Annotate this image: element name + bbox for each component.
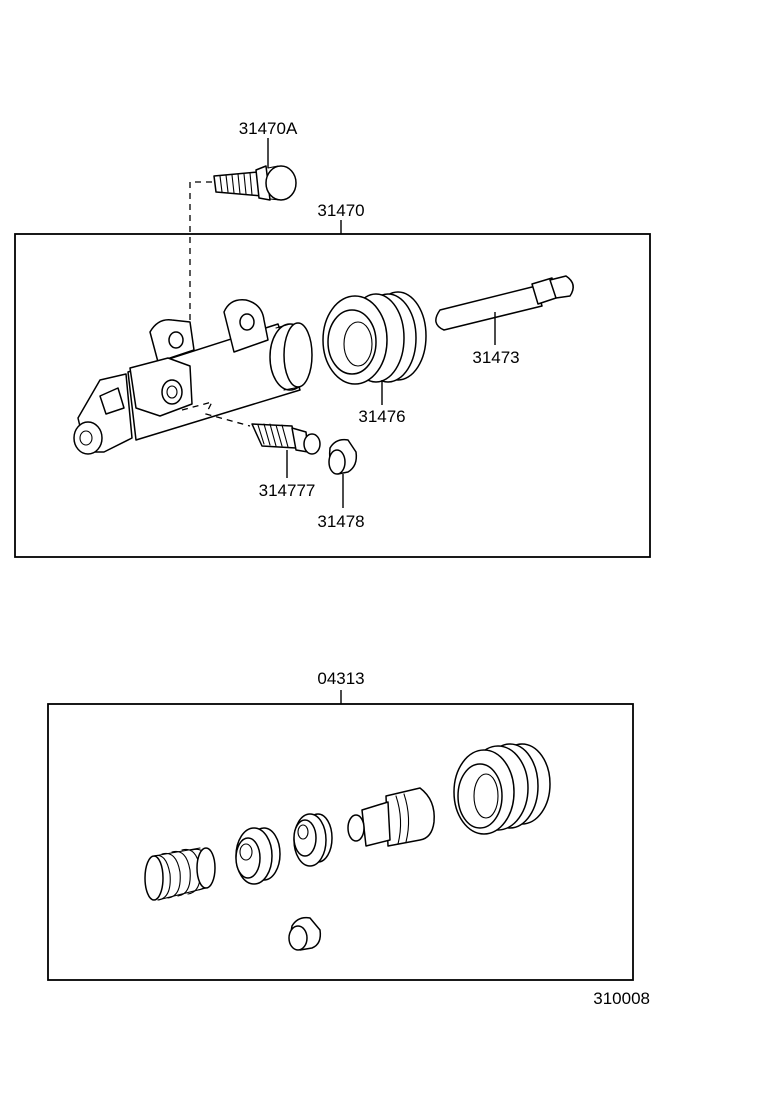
bleeder-cap-drawing — [328, 438, 358, 508]
callout-31470: 31470 — [317, 201, 364, 220]
bleeder-plug-drawing — [251, 423, 321, 478]
callout-314777: 314777 — [259, 481, 316, 500]
piston-cup-1-drawing — [235, 827, 281, 885]
kit-bleeder-cap-drawing — [288, 916, 322, 951]
callout-31478: 31478 — [317, 512, 364, 531]
callout-31473: 31473 — [472, 348, 519, 367]
illustration-code: 310008 — [593, 989, 650, 1008]
kit-boot-drawing — [453, 743, 551, 835]
bolt-31470A-drawing — [213, 138, 297, 201]
callout-31476: 31476 — [358, 407, 405, 426]
spring-drawing — [144, 847, 216, 901]
cylinder-assy-frame — [14, 233, 651, 558]
boot-drawing — [322, 291, 427, 405]
clutch-release-cylinder-drawing — [73, 299, 313, 455]
piston-cup-2-drawing — [293, 813, 333, 867]
push-rod-drawing — [435, 275, 574, 345]
callout-31470A: 31470A — [239, 119, 298, 138]
bolt-guide-line — [189, 181, 212, 330]
piston-drawing — [347, 787, 435, 847]
repair-kit-frame — [47, 703, 634, 981]
bleeder-guide-line — [181, 401, 251, 427]
callout-04313: 04313 — [317, 669, 364, 688]
